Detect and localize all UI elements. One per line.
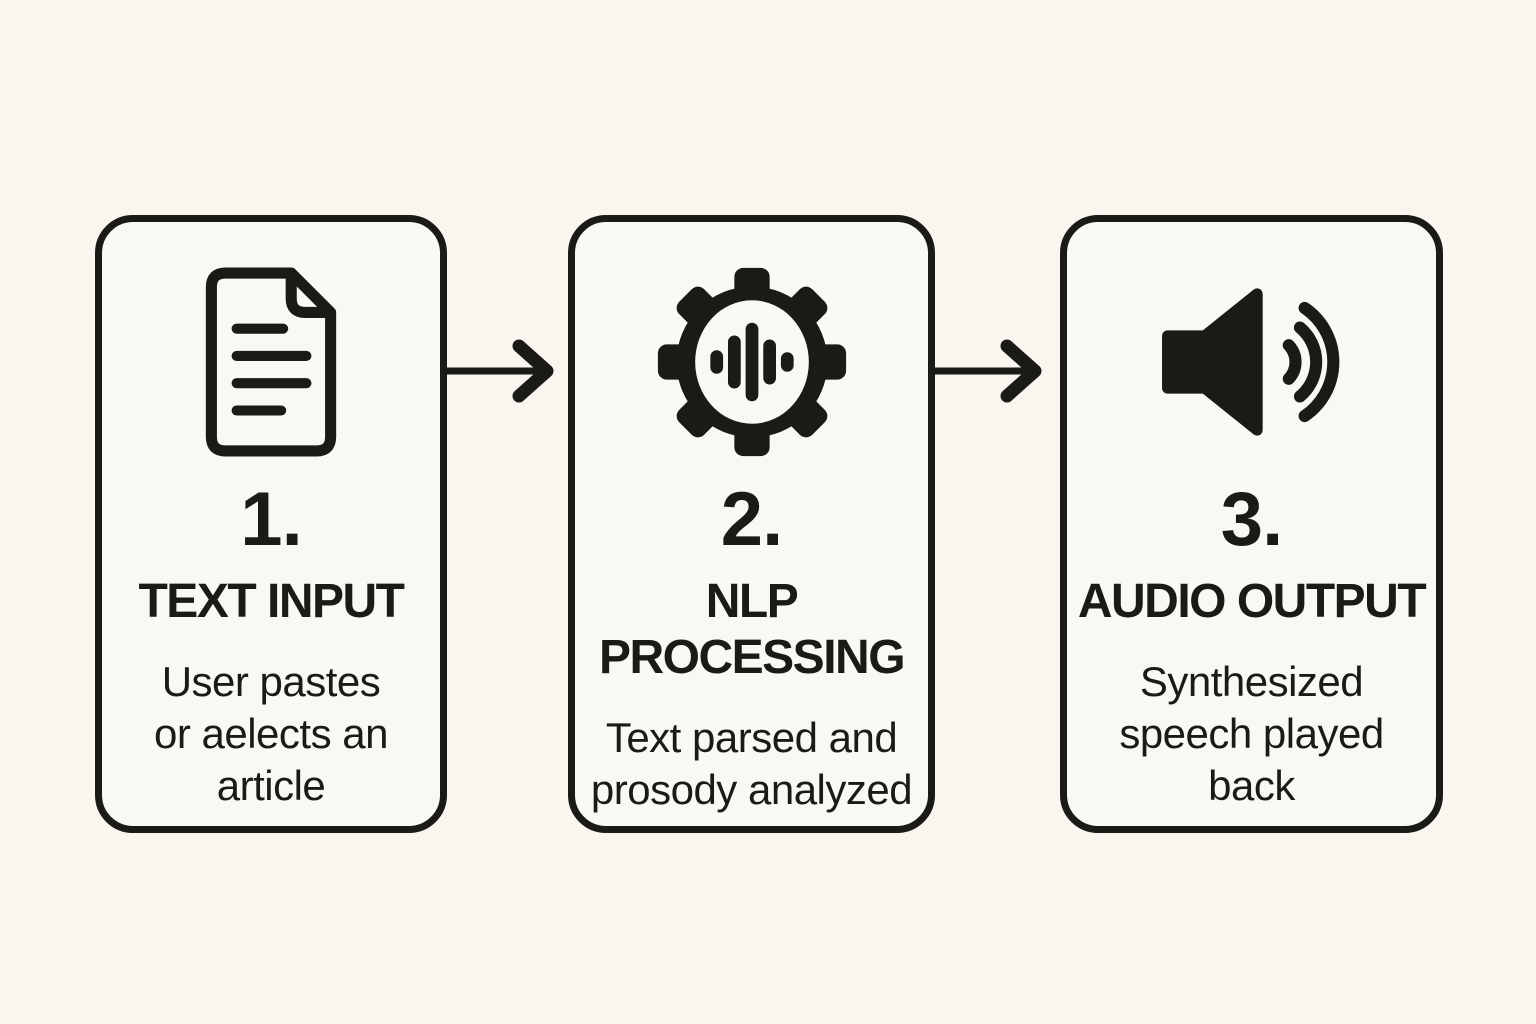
- step-description-line: Text parsed and: [605, 714, 898, 762]
- step-description: User pastes or aelects an article: [154, 656, 388, 812]
- step-number: 3.: [1220, 477, 1283, 562]
- step-description-line: User pastes: [161, 658, 381, 706]
- gear-waveform-icon: [657, 267, 846, 457]
- step-title-line: PROCESSING: [598, 631, 906, 685]
- step-number: 2.: [720, 477, 783, 562]
- step-icon-wrap: [1149, 256, 1354, 468]
- step-description: Text parsed and prosody analyzed: [590, 712, 913, 816]
- step-title-line: NLP: [705, 575, 799, 628]
- arrow-right-icon: [443, 339, 554, 403]
- step-description-line: speech played: [1119, 710, 1384, 758]
- step-number: 1.: [240, 477, 302, 562]
- step-title: AUDIO OUTPUT: [1077, 574, 1427, 630]
- step-description-line: article: [216, 762, 326, 810]
- step-title: TEXT INPUT: [138, 574, 405, 630]
- arrow-right-icon: [931, 339, 1042, 403]
- speaker-icon: [1162, 288, 1340, 436]
- step-card-audio-output: 3. AUDIO OUTPUT Synthesized speech playe…: [1060, 215, 1443, 833]
- document-icon: [205, 267, 337, 457]
- step-title: NLP PROCESSING: [598, 574, 906, 686]
- step-icon-wrap: [654, 256, 850, 468]
- step-description-line: prosody analyzed: [590, 766, 913, 814]
- step-description-line: or aelects an: [154, 710, 388, 758]
- step-icon-wrap: [195, 256, 347, 468]
- step-title-line: AUDIO OUTPUT: [1077, 575, 1427, 628]
- step-card-text-input: 1. TEXT INPUT User pastes or aelects an …: [95, 215, 447, 833]
- step-card-nlp-processing: 2. NLP PROCESSING Text parsed and prosod…: [568, 215, 935, 833]
- step-description: Synthesized speech played back: [1119, 656, 1384, 812]
- step-description-line: Synthesized: [1139, 658, 1364, 706]
- step-description-line: back: [1208, 762, 1295, 810]
- step-title-line: TEXT INPUT: [138, 575, 405, 628]
